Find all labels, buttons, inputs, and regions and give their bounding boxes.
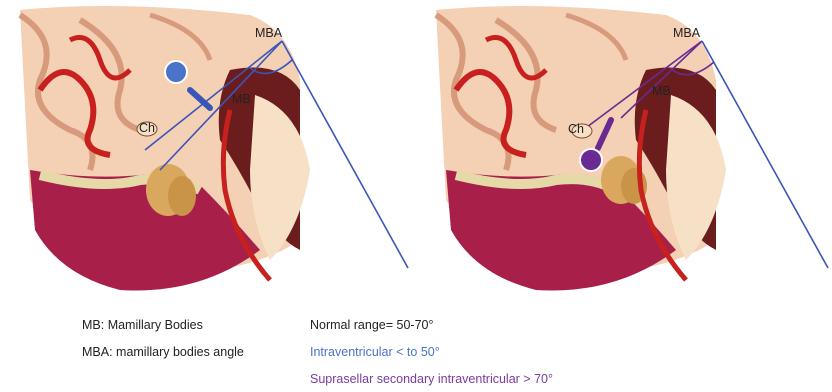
mb-label: MB: [652, 84, 671, 98]
legend-normal-range: Normal range= 50-70°: [310, 318, 433, 332]
legend-intraventricular: Intraventricular < to 50°: [310, 345, 440, 359]
lesion-marker: [165, 61, 187, 83]
ch-label: Ch: [139, 121, 155, 135]
apex-label: MBA: [255, 26, 282, 40]
legend-abbrev-mba: MBA: mamillary bodies angle: [82, 345, 244, 359]
right-anatomy-panel: MBA MB Ch: [416, 0, 832, 300]
pituitary-lobe: [168, 176, 196, 216]
mb-label: MB: [232, 92, 251, 106]
legend-abbrev-mb: MB: Mamillary Bodies: [82, 318, 203, 332]
apex-label: MBA: [673, 26, 700, 40]
right-anatomy-illustration: [416, 0, 832, 300]
left-anatomy-panel: MBA MB Ch: [0, 0, 416, 300]
ch-label: Ch: [568, 122, 584, 136]
lesion-marker: [580, 149, 602, 171]
left-anatomy-illustration: [0, 0, 416, 300]
legend-suprasellar: Suprasellar secondary intraventricular >…: [310, 372, 553, 386]
